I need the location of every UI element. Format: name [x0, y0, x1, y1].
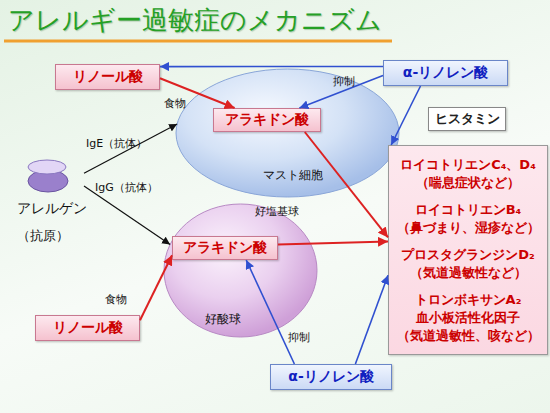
- box-label: α-リノレン酸: [288, 368, 373, 386]
- mediator-label: （鼻づまり、湿疹など）: [397, 219, 540, 237]
- connector-arrow: [355, 275, 388, 364]
- cell-name: マスト細胞: [263, 167, 323, 184]
- connector-arrow: [246, 260, 294, 364]
- inhibitor-box: α-リノレン酸: [383, 60, 508, 86]
- box-label: ヒスタミン: [435, 110, 500, 128]
- mediator-label: ロイコトリエンB₄: [415, 201, 522, 219]
- allergen-shape: [12, 156, 84, 196]
- connector-arrow: [391, 86, 420, 145]
- allergen-label: アレルゲン: [17, 200, 87, 218]
- cell-name: 好酸球: [205, 311, 241, 328]
- mediator-label: （気道過敏性など）: [410, 264, 527, 282]
- edge-label: IgE（抗体）: [86, 136, 147, 151]
- box-label: アラキドン酸: [225, 111, 309, 129]
- eosinophil-cell: 好酸球アラキドン酸: [163, 203, 318, 338]
- allergen-symbol: アレルゲン （抗原）: [12, 156, 84, 242]
- histamine-box: ヒスタミン: [428, 107, 506, 131]
- mast-cell: マスト細胞 アラキドン酸: [175, 68, 400, 198]
- cell-ellipse: [176, 69, 399, 197]
- mediator-label: ロイコトリエンC₄、D₄: [400, 156, 536, 174]
- diagram-title: アレルギー過敏症のメカニズム: [8, 3, 382, 38]
- allergen-label: （抗原）: [17, 227, 69, 245]
- fatty-acid-box: リノール酸: [55, 64, 160, 90]
- connector-arrow: [140, 255, 172, 320]
- connector-arrow: [84, 186, 170, 244]
- mediator-label: 血小板活性化因子: [416, 309, 520, 327]
- box-label: アラキドン酸: [183, 239, 267, 257]
- fatty-acid-box: リノール酸: [35, 315, 140, 341]
- allergen-top: [28, 160, 66, 174]
- edge-label: 食物: [164, 96, 186, 111]
- connector-arrow: [84, 124, 177, 173]
- box-label: リノール酸: [53, 319, 123, 337]
- arachidonic-box: アラキドン酸: [213, 108, 321, 132]
- mediator-label: プロスタグランジンD₂: [401, 246, 535, 264]
- connector-arrow: [305, 132, 388, 237]
- mediator-label: トロンボキサンA₂: [415, 291, 522, 309]
- edge-label: 抑制: [288, 330, 310, 345]
- connector-arrow: [160, 78, 235, 108]
- box-label: リノール酸: [73, 68, 143, 86]
- mediator-label: （気道過敏性、咳など）: [397, 327, 540, 345]
- cell-ellipse: [164, 204, 317, 337]
- mediator-label: （喘息症状など）: [416, 174, 520, 192]
- connector-arrow: [299, 76, 383, 108]
- cell-type-label: 好塩基球: [255, 204, 299, 219]
- edge-label: IgG（抗体）: [95, 180, 158, 195]
- edge-label: 抑制: [333, 74, 355, 89]
- title-underline: [4, 40, 392, 43]
- inhibitor-box: α-リノレン酸: [270, 364, 392, 390]
- connector-arrow: [160, 66, 383, 68]
- box-label: α-リノレン酸: [403, 64, 488, 82]
- edge-label: 食物: [105, 292, 127, 307]
- arachidonic-box: アラキドン酸: [172, 236, 278, 260]
- connector-arrow: [278, 242, 388, 245]
- mediator-list-box: ロイコトリエンC₄、D₄（喘息症状など） ロイコトリエンB₄（鼻づまり、湿疹など）…: [388, 145, 548, 355]
